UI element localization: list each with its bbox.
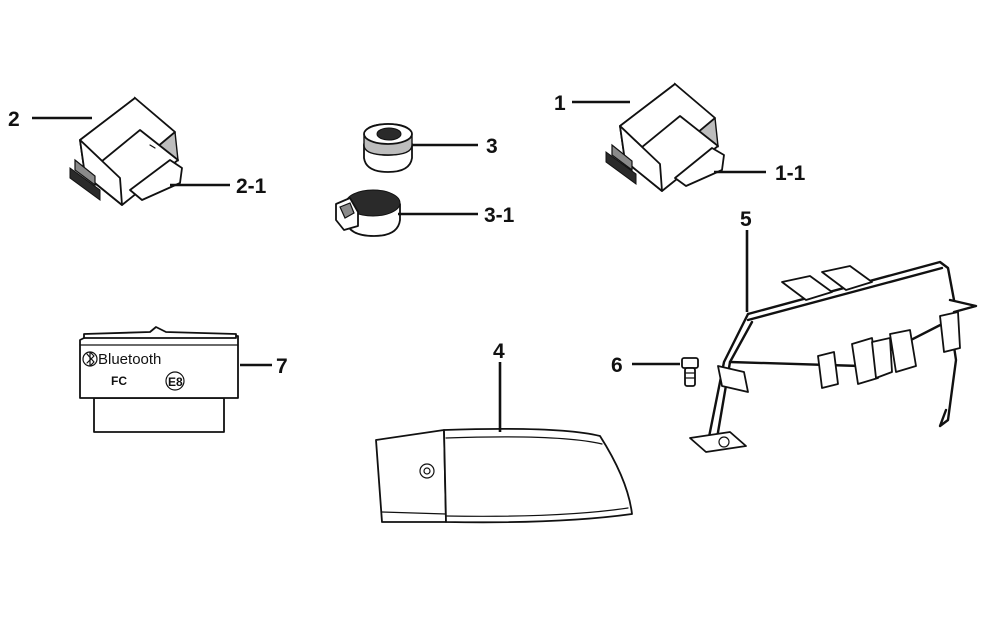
label-part-3: 3 (486, 135, 498, 158)
label-part-7: 7 (276, 355, 288, 378)
bluetooth-brand-text: Bluetooth (98, 351, 161, 368)
screw-part-6 (681, 357, 699, 387)
label-part-2: 2 (8, 108, 20, 131)
cover-part-4 (375, 427, 633, 524)
label-part-5: 5 (740, 208, 752, 231)
label-part-6: 6 (611, 354, 623, 377)
part-labels: 2 2-1 3 3-1 1 1-1 5 7 4 6 (8, 92, 806, 378)
bracket-part-5 (689, 260, 978, 453)
grommet-part-3-1 (335, 189, 401, 237)
e-mark: E8 (168, 375, 183, 389)
label-part-1-1: 1-1 (775, 162, 806, 185)
label-part-3-1: 3-1 (484, 204, 515, 227)
relay-part-1 (605, 82, 725, 192)
label-part-1: 1 (554, 92, 566, 115)
fc-mark: FC (111, 374, 127, 388)
label-part-4: 4 (493, 340, 505, 363)
leader-lines (32, 100, 766, 432)
relay-part-2 (69, 96, 183, 206)
bluetooth-module-part-7: Bluetooth FC E8 (79, 326, 239, 433)
grommet-part-3 (363, 123, 413, 173)
label-part-2-1: 2-1 (236, 175, 267, 198)
